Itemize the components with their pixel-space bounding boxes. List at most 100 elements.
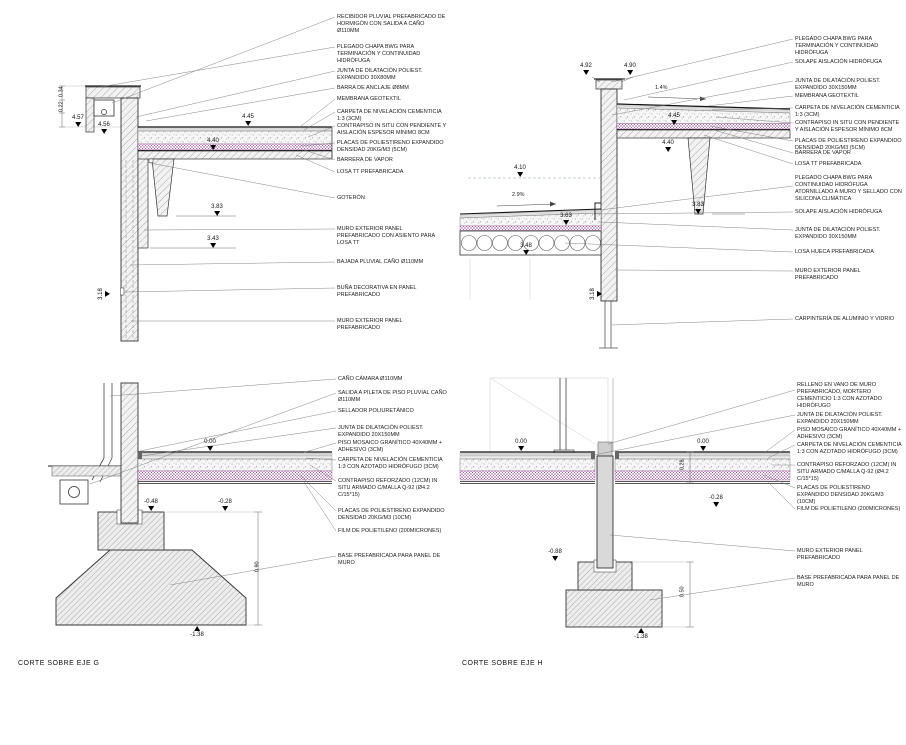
dimension-text: 0.28 bbox=[679, 459, 686, 471]
elevation-marker: 3.83 bbox=[211, 204, 223, 216]
callout-label: JUNTA DE DILATACIÓN POLIEST. EXPANDIDO 2… bbox=[797, 412, 883, 425]
elevation-marker: 4.40 bbox=[662, 140, 674, 152]
callout-label: PLACAS DE POLIESTIRENO EXPANDIDO DENSIDA… bbox=[797, 485, 884, 505]
callout-label: CONTRAPISO REFORZADO (12cm) IN SITU ARMA… bbox=[338, 478, 438, 498]
callout-label: PISO MOSAICO GRANÍTICO 40x40mm + ADHESIV… bbox=[797, 427, 902, 440]
callout-label: PLACAS DE POLIESTIRENO EXPANDIDO DENSIDA… bbox=[337, 140, 444, 153]
elevation-marker: 3.63 bbox=[560, 213, 572, 225]
callout-label: CARPINTERÍA DE ALUMINIO Y VIDRIO bbox=[795, 316, 895, 322]
callout-label: CARPETA DE NIVELACIÓN CEMENTICIA 1:3 (3c… bbox=[795, 105, 900, 118]
elevation-value: 0.00 bbox=[515, 439, 527, 445]
elevation-marker: -0.28 bbox=[218, 499, 232, 511]
elevation-marker: 4.90 bbox=[624, 63, 636, 75]
callout-label: CONTRAPISO REFORZADO (12cm) IN SITU ARMA… bbox=[797, 462, 897, 482]
dimension-text: 0.22 bbox=[58, 101, 65, 113]
callout-label: BARRERA DE VAPOR bbox=[337, 157, 393, 163]
callout-label: RECIBIDOR PLUVIAL PREFABRICADO DE HORMIG… bbox=[337, 14, 446, 34]
callout-label: MURO EXTERIOR PANEL PREFABRICADO bbox=[795, 268, 861, 281]
elevation-marker: 0.00 bbox=[515, 439, 527, 451]
elevation-marker: -0.88 bbox=[548, 549, 562, 561]
level-triangle-icon bbox=[597, 291, 602, 297]
elevation-value: 3.18 bbox=[98, 288, 104, 300]
callout-label: CARPETA DE NIVELACIÓN CEMENTICIA 1:3 (3c… bbox=[337, 109, 442, 122]
elevation-marker: 4.92 bbox=[580, 63, 592, 75]
callout-label: SALIDA A PILETA DE PISO PLUVIAL CAÑO Ø11… bbox=[338, 390, 447, 403]
foundation-section-g bbox=[48, 382, 333, 626]
elevation-value: 3.43 bbox=[207, 236, 219, 242]
callout-label: BASE PREFABRICADA PARA PANEL DE MURO bbox=[797, 575, 900, 588]
elevation-marker: -0.28 bbox=[709, 495, 723, 507]
callout-label: CARPETA DE NIVELACIÓN CEMENTICIA 1:3 CON… bbox=[797, 442, 902, 455]
callout-label: JUNTA DE DILATACIÓN POLIEST. EXPANDIDO 3… bbox=[337, 68, 423, 81]
level-triangle-icon bbox=[517, 172, 523, 177]
callout-label: BARRA DE ANCLAJE Ø8mm bbox=[337, 85, 409, 91]
leaders-roof-g bbox=[99, 16, 336, 322]
elevation-marker: 3.48 bbox=[520, 243, 532, 255]
callout-label: BARRERA DE VAPOR bbox=[795, 150, 851, 156]
roof-section-h bbox=[459, 76, 791, 349]
slope-label: 2.9% bbox=[512, 192, 525, 198]
callout-label: JUNTA DE DILATACIÓN POLIEST. EXPANDIDO 3… bbox=[795, 227, 881, 240]
callout-label: LOSA TT PREFABRICADA bbox=[795, 161, 862, 167]
section-title-h: CORTE SOBRE EJE H bbox=[462, 660, 544, 667]
level-triangle-icon bbox=[75, 122, 81, 127]
elevation-value: 3.48 bbox=[520, 243, 532, 249]
leaders-roof-h bbox=[564, 38, 794, 326]
elevation-value: 3.18 bbox=[590, 288, 596, 300]
level-triangle-icon bbox=[583, 70, 589, 75]
elevation-marker: 4.40 bbox=[207, 138, 219, 150]
callout-label: FILM DE POLIETILENO (200micrones) bbox=[797, 506, 901, 512]
elevation-marker: 4.56 bbox=[98, 122, 110, 134]
callout-label: PLEGADO CHAPA BWG PARA TERMINACIÓN Y CON… bbox=[337, 44, 421, 64]
callout-label: PLACAS DE POLIESTIRENO EXPANDIDO DENSIDA… bbox=[795, 138, 902, 151]
level-triangle-icon bbox=[671, 120, 677, 125]
elevation-value: -1.38 bbox=[634, 634, 648, 640]
elevation-value: 4.45 bbox=[242, 114, 254, 120]
roof-section-g bbox=[59, 85, 333, 342]
level-triangle-icon bbox=[101, 129, 107, 134]
elevation-value: 4.40 bbox=[662, 140, 674, 146]
dimension-text: 0.90 bbox=[254, 561, 261, 573]
callout-label: SOLAPE AISLACIÓN HIDRÓFUGA bbox=[795, 209, 883, 215]
elevation-value: -0.48 bbox=[144, 499, 158, 505]
leaders-foundation-g bbox=[89, 378, 337, 586]
level-triangle-icon bbox=[665, 147, 671, 152]
elevation-value: 3.83 bbox=[211, 204, 223, 210]
elevation-value: 4.45 bbox=[668, 113, 680, 119]
callout-label: LOSA HUECA PREFABRICADA bbox=[795, 249, 874, 255]
elevation-value: 4.92 bbox=[580, 63, 592, 69]
level-triangle-icon bbox=[713, 502, 719, 507]
elevation-value: 3.63 bbox=[560, 213, 572, 219]
callout-label: MEMBRANA GEOTEXTIL bbox=[795, 93, 859, 99]
callout-label: MURO EXTERIOR PANEL PREFABRICADO CON ASI… bbox=[337, 226, 435, 246]
level-triangle-icon bbox=[563, 220, 569, 225]
elevation-marker: 4.45 bbox=[242, 114, 254, 126]
callout-label: FILM DE POLIETILENO (200micrones) bbox=[338, 528, 442, 534]
callout-label: PLEGADO CHAPA BWG PARA TERMINACIÓN Y CON… bbox=[795, 36, 879, 56]
callout-label: JUNTA DE DILATACIÓN POLIEST. EXPANDIDO 2… bbox=[338, 425, 424, 438]
elevation-value: 4.90 bbox=[624, 63, 636, 69]
level-triangle-icon bbox=[148, 506, 154, 511]
elevation-value: 0.00 bbox=[697, 439, 709, 445]
level-triangle-icon bbox=[518, 446, 524, 451]
callout-label: CARPETA DE NIVELACIÓN CEMENTICIA 1:3 CON… bbox=[338, 457, 443, 470]
callout-label: PISO MOSAICO GRANÍTICO 40x40mm + ADHESIV… bbox=[338, 440, 443, 453]
elevation-value: 4.10 bbox=[514, 165, 526, 171]
elevation-value: -0.28 bbox=[218, 499, 232, 505]
level-triangle-icon bbox=[210, 243, 216, 248]
level-triangle-icon bbox=[194, 626, 200, 631]
elevation-marker: 3.43 bbox=[207, 236, 219, 248]
level-triangle-icon bbox=[700, 446, 706, 451]
callout-label: MEMBRANA GEOTEXTIL bbox=[337, 96, 401, 102]
elevation-marker: 0.00 bbox=[204, 439, 216, 451]
elevation-marker: 4.57 bbox=[72, 115, 84, 127]
elevation-value: 0.00 bbox=[204, 439, 216, 445]
level-triangle-icon bbox=[245, 121, 251, 126]
dimension-text: 0.50 bbox=[679, 586, 686, 598]
callout-label: BASE PREFABRICADA PARA PANEL DE MURO bbox=[338, 553, 441, 566]
hollow-core-circles bbox=[461, 235, 601, 251]
foundation-section-h bbox=[459, 377, 791, 628]
level-triangle-icon bbox=[523, 250, 529, 255]
